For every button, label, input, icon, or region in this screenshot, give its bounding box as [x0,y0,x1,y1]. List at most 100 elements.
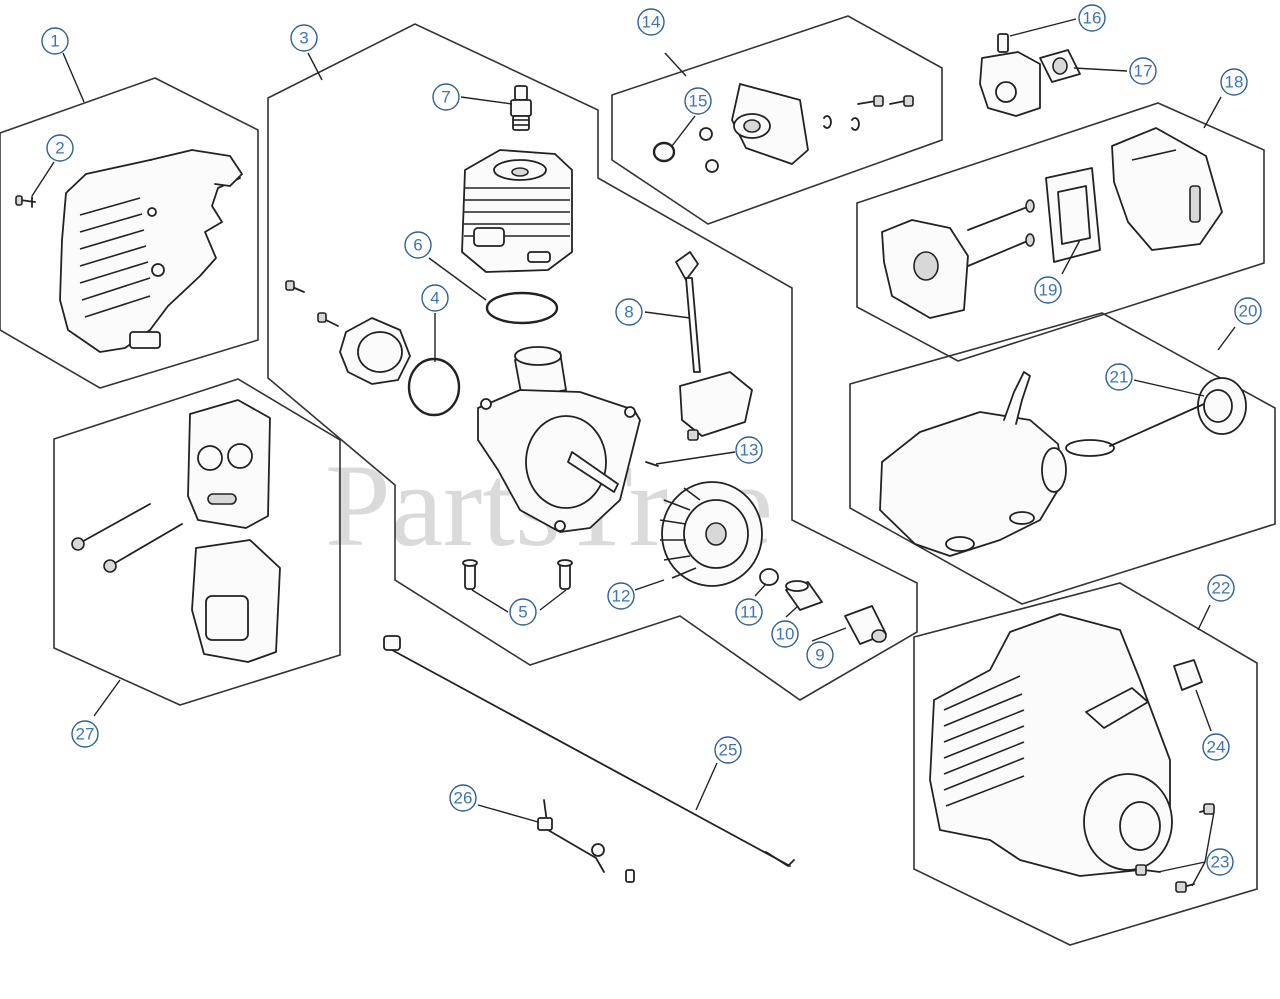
svg-text:2: 2 [55,139,64,158]
muffler-body-part [191,539,281,663]
callout-7: 7 [432,83,460,111]
callout-1: 1 [41,27,69,55]
o-ring-15-part [652,141,676,163]
callout-27: 27 [71,720,99,748]
switch-24-part [1173,659,1203,691]
svg-text:14: 14 [642,13,661,32]
group-18-outline [856,102,1265,362]
leader-lines [31,18,1236,887]
svg-text:11: 11 [740,603,758,622]
callout-9: 9 [806,641,834,669]
air-filter-cover-part [1111,127,1223,251]
svg-text:22: 22 [1212,579,1231,598]
svg-text:19: 19 [1039,281,1058,300]
cylinder-part [461,149,573,273]
svg-text:12: 12 [612,587,631,606]
watermark: PartsTree TM [325,440,951,571]
callout-13: 13 [735,436,763,464]
svg-text:27: 27 [76,725,95,744]
svg-text:6: 6 [413,236,422,255]
spark-plug-part [510,85,532,131]
callout-20: 20 [1234,297,1262,325]
group-3-outline [267,23,918,701]
group-1-outline [0,77,259,389]
callout-24: 24 [1202,733,1230,761]
gasket-4-part [407,357,461,417]
screws-cylinder-part [285,280,339,327]
callout-4: 4 [421,284,449,312]
screw-2-part [15,195,36,208]
svg-text:1: 1 [50,32,59,51]
spacer-10-part [785,580,823,611]
svg-text:10: 10 [776,625,795,644]
svg-text:16: 16 [1083,9,1102,28]
ignition-module-part [675,251,753,441]
svg-text:26: 26 [454,789,473,808]
air-filter-element-part [1045,167,1101,263]
flywheel-part [659,481,763,587]
callout-2: 2 [46,134,74,162]
washer-11-part [759,568,779,586]
svg-text:23: 23 [1211,853,1230,872]
crankcase-cover-part [339,317,411,385]
svg-text:25: 25 [719,741,738,760]
group-outlines [0,15,1276,946]
gasket-6-part [485,291,559,325]
callouts: 1 2 3 4 5 6 7 8 9 10 11 12 13 14 15 16 1… [41,4,1262,876]
ground-wire-part [537,799,635,883]
group-22-outline [913,582,1258,946]
key-13-part [645,461,659,467]
svg-text:24: 24 [1207,738,1226,757]
callout-8: 8 [615,298,643,326]
svg-text:7: 7 [441,88,450,107]
callout-23: 23 [1206,848,1234,876]
callout-25: 25 [714,736,742,764]
engine-shroud-part [59,149,243,353]
piston-crankcase-part [477,346,641,533]
svg-text:18: 18 [1225,73,1244,92]
callout-19: 19 [1034,276,1062,304]
group-27-outline [53,378,341,706]
callout-6: 6 [404,231,432,259]
svg-text:8: 8 [624,303,633,322]
recoil-housing-part [929,613,1173,877]
group-20-outline [849,312,1276,605]
air-filter-screws-part [967,199,1035,267]
callout-16: 16 [1078,4,1106,32]
bolts-5-part [462,559,573,590]
callout-21: 21 [1105,363,1133,391]
muffler-shield-part [187,399,271,529]
svg-text:15: 15 [689,92,708,111]
svg-text:21: 21 [1110,368,1129,387]
callout-10: 10 [771,620,799,648]
callout-14: 14 [637,8,665,36]
callout-3: 3 [290,24,318,52]
callout-18: 18 [1220,68,1248,96]
svg-text:13: 13 [740,441,759,460]
callout-17: 17 [1129,57,1157,85]
intake-spacer-part [699,83,914,173]
throttle-cable-part [383,635,795,867]
fuel-tank-part [879,371,1067,557]
screws-23-part [1135,803,1215,893]
callout-11: 11 [735,598,763,626]
muffler-bolts-part [71,503,183,573]
callout-12: 12 [607,582,635,610]
air-filter-base-part [881,219,969,319]
svg-text:20: 20 [1239,302,1258,321]
svg-text:5: 5 [518,603,527,622]
svg-text:17: 17 [1134,62,1153,81]
svg-text:3: 3 [299,29,308,48]
nut-9-part [844,605,887,645]
svg-text:4: 4 [430,289,439,308]
callout-22: 22 [1207,574,1235,602]
gasket-17-part [1039,49,1081,83]
callout-26: 26 [449,784,477,812]
carburetor-part [979,33,1041,117]
callout-15: 15 [684,87,712,115]
callout-5: 5 [509,598,537,626]
fuel-cap-part [1065,377,1247,457]
svg-text:9: 9 [815,646,824,665]
group-14-outline [611,15,943,225]
